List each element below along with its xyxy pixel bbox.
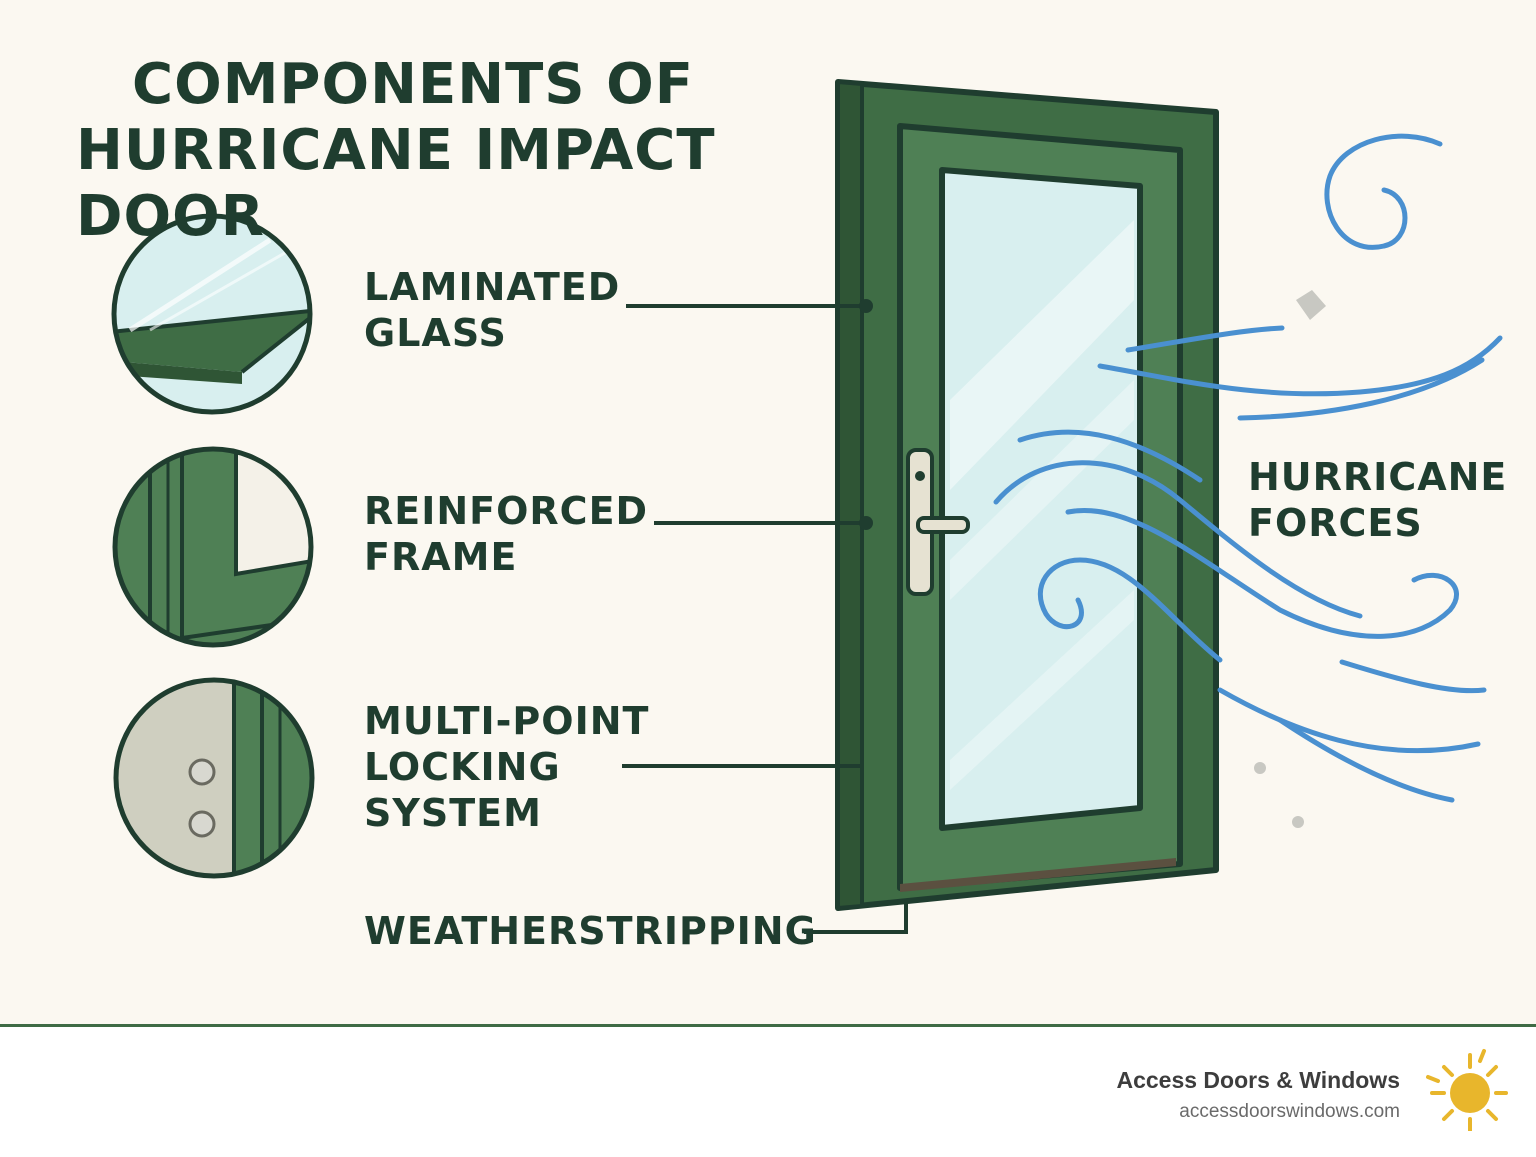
leader-lines xyxy=(622,304,908,934)
label-reinforced-frame: REINFORCED FRAME xyxy=(364,489,649,579)
debris-icon xyxy=(1254,290,1326,828)
title-line-2: HURRICANE IMPACT DOOR xyxy=(76,118,716,249)
door-illustration xyxy=(111,79,1503,934)
wind-swirls-icon xyxy=(993,133,1503,803)
door-glass-panel xyxy=(939,167,1143,831)
label-laminated-glass: LAMINATED GLASS xyxy=(364,265,621,355)
label-multi-point-locking: MULTI-POINT LOCKING SYSTEM xyxy=(364,699,650,835)
lock-points-icon xyxy=(113,677,315,879)
title-line-1: COMPONENTS OF xyxy=(132,52,694,117)
brand-name: Access Doors & Windows xyxy=(1116,1067,1400,1093)
door-handle xyxy=(906,448,970,596)
label-hurricane-forces: HURRICANE FORCES xyxy=(1248,455,1508,545)
page-title: COMPONENTS OF HURRICANE IMPACT DOOR xyxy=(76,52,836,250)
footer: Access Doors & Windows accessdoorswindow… xyxy=(0,1024,1536,1157)
frame-corner-icon xyxy=(112,446,314,648)
laminated-glass-icon xyxy=(111,213,313,415)
impact-door xyxy=(835,79,1219,911)
brand-url: accessdoorswindows.com xyxy=(1179,1101,1400,1122)
sun-icon xyxy=(1426,1049,1508,1131)
weatherstrip-bar xyxy=(900,858,1176,892)
label-weatherstripping: WEATHERSTRIPPING xyxy=(364,909,817,953)
